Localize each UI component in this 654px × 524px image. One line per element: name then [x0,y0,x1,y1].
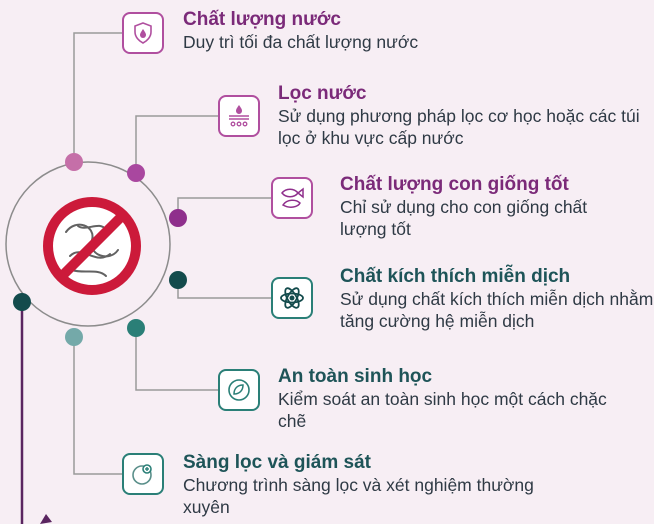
item-description: Kiểm soát an toàn sinh học một cách chặc… [278,389,607,431]
connector-line-4 [177,280,271,299]
ring-dot-5 [127,319,145,337]
connector-line-2 [135,115,218,173]
item-description: Chỉ sử dụng cho con giống chất lượng tốt [340,197,588,239]
ring-circle [5,161,171,327]
item-title: Lọc nước [278,83,367,104]
item-description: Chương trình sàng lọc và xét nghiệm thườ… [183,475,534,517]
item-water-quality: Chất lượng nước Duy trì tối đa chất lượn… [183,9,523,53]
connector-line-5 [135,328,218,391]
decor-shape [40,514,52,524]
item-seed-quality: Chất lượng con giống tốt Chỉ sử dụng cho… [340,174,610,240]
water-drop-shield-icon [122,12,164,54]
biosecurity-icon [218,369,260,411]
no-pathogen-forbidden-icon [43,197,141,295]
item-biosecurity: An toàn sinh học Kiểm soát an toàn sinh … [278,366,638,432]
item-description: Duy trì tối đa chất lượng nước [183,32,419,52]
item-title: Sàng lọc và giám sát [183,452,371,473]
item-water-filtration: Lọc nước Sử dụng phương pháp lọc cơ học … [278,83,652,149]
item-title: Chất lượng con giống tốt [340,174,569,195]
item-title: Chất lượng nước [183,9,341,30]
item-description: Sử dụng chất kích thích miễn dịch nhằm t… [340,289,654,331]
item-title: Chất kích thích miễn dịch [340,266,571,287]
screening-icon [122,453,164,495]
ring-dot-6 [65,328,83,346]
ring-dot-4 [169,271,187,289]
ring-dot-exit [13,293,31,311]
ring-dot-3 [169,209,187,227]
item-immunostimulant: Chất kích thích miễn dịch Sử dụng chất k… [340,266,654,332]
atom-icon [271,277,313,319]
fish-shrimp-icon [271,177,313,219]
water-filter-icon [218,95,260,137]
connector-line-3 [177,197,271,218]
connector-line-6 [73,337,122,475]
ring-dot-1 [65,153,83,171]
item-screening: Sàng lọc và giám sát Chương trình sàng l… [183,452,543,518]
item-description: Sử dụng phương pháp lọc cơ học hoặc các … [278,106,640,148]
item-title: An toàn sinh học [278,366,433,387]
ring-dot-2 [127,164,145,182]
connector-line-1 [73,32,122,162]
